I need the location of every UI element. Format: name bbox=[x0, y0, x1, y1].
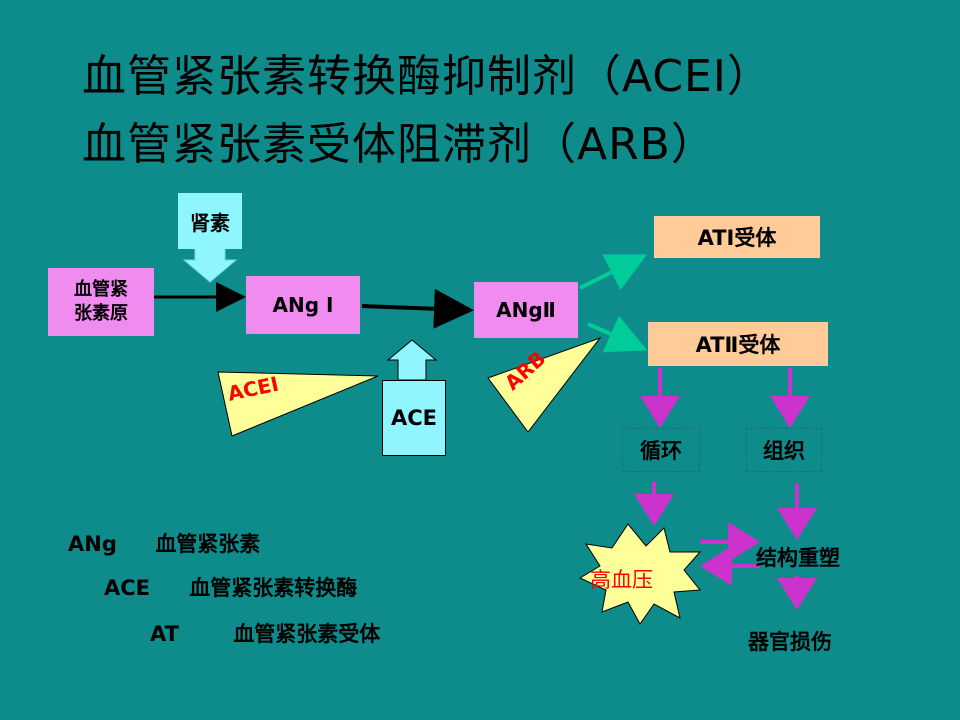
ang1-label: ANg Ⅰ bbox=[272, 293, 334, 317]
renin-label: 肾素 bbox=[190, 210, 230, 235]
arrow-ang2-to-at1 bbox=[579, 254, 648, 291]
at2-receptor-label: ATⅡ受体 bbox=[695, 333, 781, 357]
legend-meaning: 血管紧张素受体 bbox=[233, 622, 381, 646]
circulation-box: 循环 bbox=[622, 428, 700, 472]
legend-meaning: 血管紧张素转换酶 bbox=[189, 576, 358, 600]
at1-receptor-box: ATⅠ受体 bbox=[654, 216, 820, 258]
hypertension-starburst bbox=[578, 523, 702, 625]
legend-item: ACE 血管紧张素转换酶 bbox=[104, 572, 357, 602]
legend-term: ANg bbox=[68, 532, 117, 556]
title-line-2: 血管紧张素受体阻滞剂（ARB） bbox=[82, 119, 716, 170]
ace-label: ACE bbox=[390, 406, 437, 430]
ace-box: ACE bbox=[382, 380, 446, 456]
legend-term: ACE bbox=[104, 576, 151, 600]
circulation-label: 循环 bbox=[640, 439, 682, 463]
renin-down-arrow bbox=[182, 247, 238, 283]
title-line-1: 血管紧张素转换酶抑制剂（ACEI） bbox=[82, 51, 772, 102]
arrow-ang2-to-at2 bbox=[587, 315, 648, 353]
arrow-ang1-to-ang2 bbox=[361, 288, 474, 329]
ang2-label: ANgⅡ bbox=[496, 298, 556, 322]
tissue-label: 组织 bbox=[763, 439, 805, 463]
at2-receptor-box: ATⅡ受体 bbox=[648, 322, 828, 366]
legend-item: ANg 血管紧张素 bbox=[68, 528, 260, 558]
at1-receptor-label: ATⅠ受体 bbox=[697, 226, 777, 250]
organ-damage-label: 器官损伤 bbox=[748, 630, 832, 654]
hypertension-label: 高血压 bbox=[590, 568, 653, 592]
legend-item: AT 血管紧张素受体 bbox=[150, 618, 380, 648]
angiotensinogen-label: 血管紧 张素原 bbox=[74, 279, 128, 324]
legend-term: AT bbox=[150, 622, 179, 646]
renin-box: 肾素 bbox=[178, 193, 242, 249]
acei-inhibitor-shape bbox=[217, 371, 379, 437]
angiotensinogen-box: 血管紧 张素原 bbox=[48, 268, 154, 336]
ace-up-arrow bbox=[386, 339, 438, 381]
legend-meaning: 血管紧张素 bbox=[155, 532, 261, 556]
tissue-box: 组织 bbox=[746, 428, 822, 472]
remodeling-label: 结构重塑 bbox=[756, 546, 840, 570]
ang2-box: ANgⅡ bbox=[474, 282, 578, 338]
arb-inhibitor-shape bbox=[487, 336, 602, 433]
ang1-box: ANg Ⅰ bbox=[246, 276, 360, 334]
